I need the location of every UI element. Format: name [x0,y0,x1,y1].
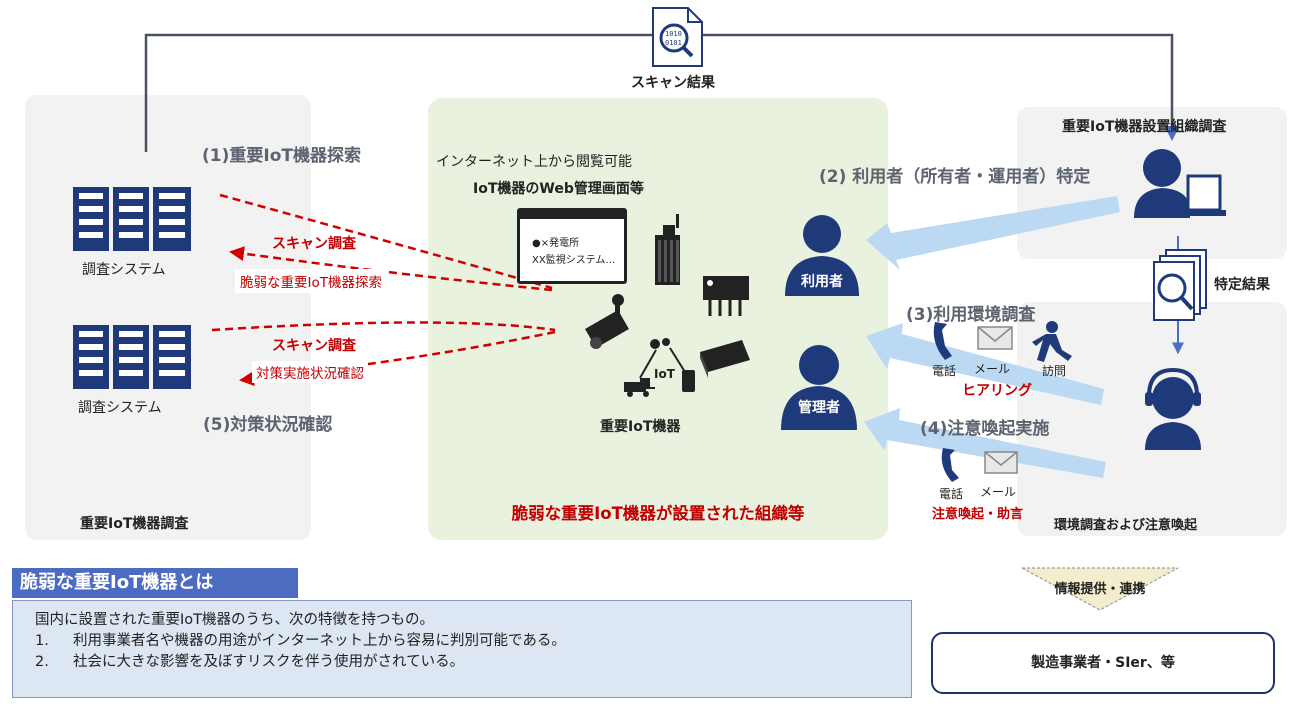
user-label: 利用者 [801,274,843,290]
definition-item-2: 2. 社会に大きな影響を及ぼすリスクを伴う使用がされている。 [35,652,911,673]
advice-label: 注意喚起・助言 [932,507,1024,522]
scan-arrow-1-back [229,246,553,292]
info-share-label: 情報提供・連携 [1054,582,1146,597]
organization-panel [428,98,888,540]
countermeasure-label: 対策実施状況確認 [252,361,368,383]
phone-icon [933,322,952,360]
definition-title: 脆弱な重要IoT機器とは [12,568,298,598]
iot-text: IoT [654,367,676,381]
mail-label: メール [974,362,1011,376]
definition-box: 国内に設置された重要IoT機器のうち、次の特徴を持つもの。 1. 利用事業者名や機… [12,600,912,698]
info-share-triangle [1021,567,1179,611]
scan-results-label: スキャン結果 [631,75,715,91]
step1-label: (1)重要IoT機器探索 [202,146,361,166]
step5-label: (5)対策状況確認 [203,415,333,435]
mail-icon [977,326,1013,350]
screen-line-1: ●×発電所 [532,238,580,249]
web-admin-screen: ●×発電所 XX監視システム… [517,208,627,284]
phone-icon-2 [941,448,959,482]
left-panel-title: 重要IoT機器調査 [80,516,189,532]
scan-arrow-2-out [211,321,556,332]
environment-panel-title: 環境調査および注意喚起 [1054,518,1198,533]
investigation-panel [25,95,311,540]
scan-arrow-2-back [239,330,556,387]
manufacturer-box: 製造事業者・SIer、等 [931,632,1275,694]
camera-icon [585,294,629,349]
svg-text:1010: 1010 [665,30,682,38]
definition-item-2-no: 2. [35,654,49,670]
chip-icon [703,276,749,316]
center-panel-title: 脆弱な重要IoT機器が設置された組織等 [511,504,805,523]
router-icon [700,340,750,378]
result-label: 特定結果 [1214,277,1270,293]
vuln-search-label: 脆弱な重要IoT機器探索 [235,269,387,293]
scan-arrow-1-out [219,193,553,290]
svg-text:0101: 0101 [665,39,682,47]
devices-label: 重要IoT機器 [600,419,681,435]
step3-label: (3)利用環境調査 [906,305,1036,325]
phone-label-2: 電話 [939,487,964,501]
internet-label: インターネット上から閲覧可能 [436,154,632,170]
scan-label-2: スキャン調査 [272,338,356,354]
web-ui-label: IoT機器のWeb管理画面等 [473,181,644,197]
building-icon [655,214,680,285]
mail-label-2: メール [980,485,1017,499]
system-label-1: 調査システム [82,262,166,278]
org-survey-title: 重要IoT機器設置組織調査 [1062,119,1227,135]
admin-label: 管理者 [798,400,840,416]
definition-item-2-text: 社会に大きな影響を及ぼすリスクを伴う使用がされている。 [73,654,465,670]
environment-panel [1017,302,1287,536]
alert-arrow [864,408,1106,478]
identify-arrow [866,196,1120,270]
definition-item-1: 1. 利用事業者名や機器の用途がインターネット上から容易に判別可能である。 [35,631,911,652]
definition-item-1-text: 利用事業者名や機器の用途がインターネット上から容易に判別可能である。 [73,633,566,649]
scan-label-1: スキャン調査 [272,236,356,252]
hearing-label: ヒアリング [962,383,1032,399]
survey-arrow [866,323,1104,405]
step4-label: (4)注意喚起実施 [920,419,1050,439]
definition-intro: 国内に設置された重要IoT機器のうち、次の特徴を持つもの。 [35,612,435,628]
definition-item-1-no: 1. [35,633,49,649]
system-label-2: 調査システム [78,400,162,416]
visit-label: 訪問 [1042,364,1067,378]
manufacturer-label: 製造事業者・SIer、等 [1031,655,1175,671]
phone-label: 電話 [932,364,957,378]
screen-line-2: XX監視システム… [532,255,616,266]
step2-label: (2) 利用者（所有者・運用者）特定 [819,167,1091,187]
mail-icon-2 [984,451,1018,474]
visit-icon [1032,321,1072,362]
